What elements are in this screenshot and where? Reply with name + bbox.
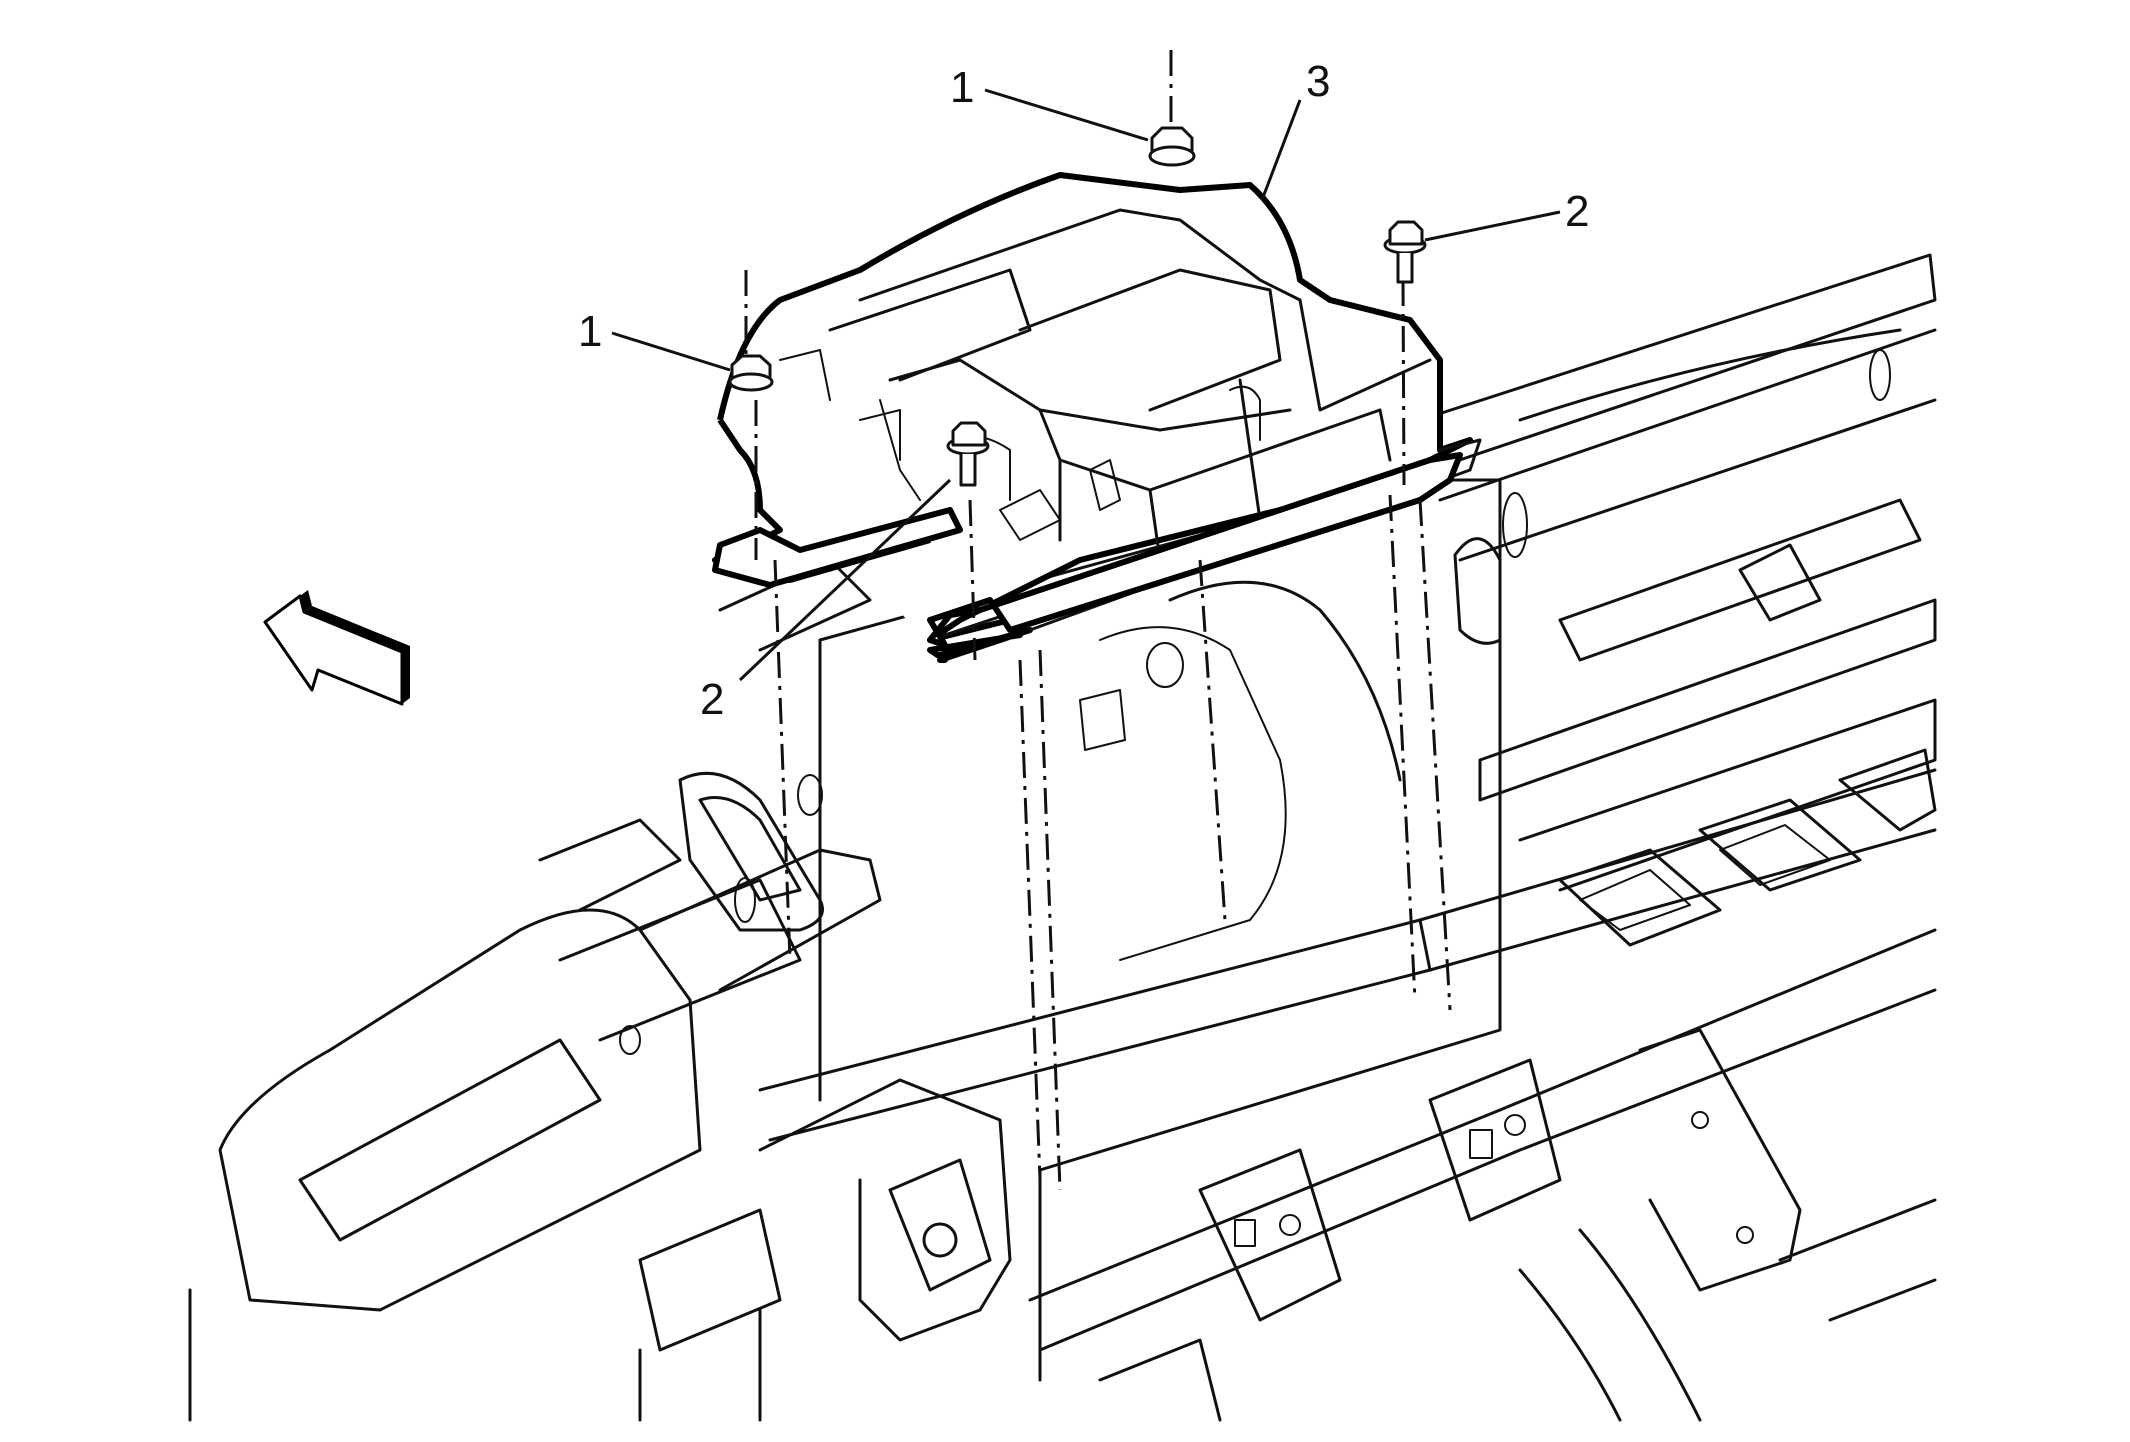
callout-2-right: 2 [1565, 187, 1589, 236]
nut-top [1148, 126, 1196, 167]
alignment-lines [744, 50, 1452, 1191]
bolt-right [1383, 220, 1427, 284]
bolt-center [946, 421, 990, 487]
callout-1-left: 1 [578, 307, 602, 356]
leader-lines [611, 88, 1561, 682]
direction-arrow-icon [263, 590, 410, 706]
nut-left [728, 354, 774, 392]
callout-3: 3 [1306, 57, 1330, 106]
callout-1-top: 1 [950, 63, 974, 112]
control-module [712, 172, 1482, 663]
callouts: 1 1 2 2 3 [578, 57, 1589, 724]
callout-2-left: 2 [700, 675, 724, 724]
